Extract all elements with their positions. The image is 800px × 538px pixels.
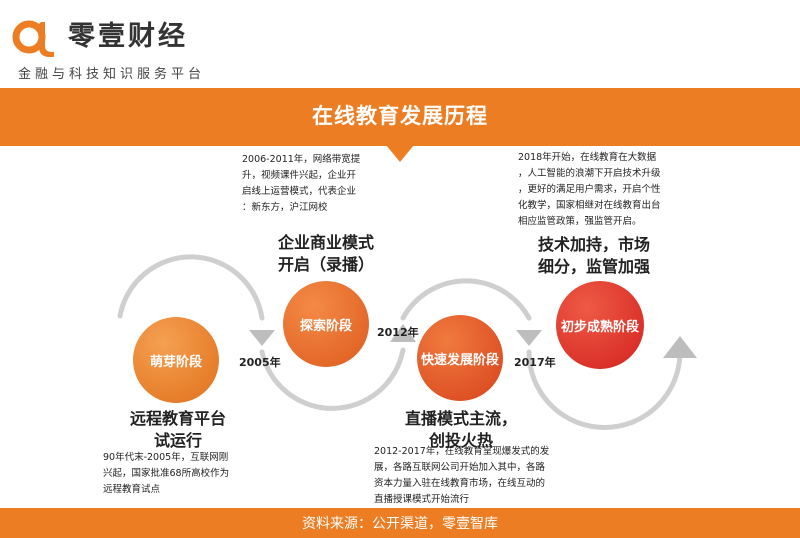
stage-title-3: 直播模式主流， 创投火热 — [395, 408, 527, 452]
stage-title-3-line2: 创投火热 — [428, 431, 493, 450]
alpha-logo-icon — [12, 20, 54, 57]
note-line: 资本力量入驻在线教育市场，在线互动的 — [374, 478, 546, 489]
arrow-head-2 — [390, 324, 416, 342]
note-line: 2006-2011年，网络带宽提 — [242, 154, 361, 165]
stage-title-2: 企业商业模式 开启（录播） — [260, 232, 392, 276]
stage-title-2-line2: 开启（录播） — [277, 255, 374, 274]
stage-title-3-line1: 直播模式主流， — [404, 409, 517, 428]
stage-note-2: 2006-2011年，网络带宽提 升，视频课件兴起，企业开 启线上运营模式，代表… — [242, 152, 388, 216]
stage-node-4: 初步成熟阶段 — [556, 281, 644, 369]
page-title: 在线教育发展历程 — [312, 104, 488, 128]
stage-title-4-line1: 技术加持，市场 — [538, 235, 651, 254]
stage-title-2-line1: 企业商业模式 — [277, 233, 374, 252]
note-line: 直播授课模式开始流行 — [374, 494, 470, 505]
stage-title-4-line2: 细分，监管加强 — [538, 257, 651, 276]
note-line: 2012-2017年，在线教育呈现爆发式的发 — [374, 446, 550, 457]
wave-arc-3 — [400, 278, 532, 321]
arrow-head-1 — [249, 330, 275, 346]
note-line: ，人工智能的浪潮下开启技术升级 — [518, 168, 661, 179]
stage-title-4: 技术加持，市场 细分，监管加强 — [538, 234, 651, 278]
stage-title-1-line2: 试运行 — [153, 431, 202, 450]
note-line: 展，各路互联网公司开始加入其中，各路 — [374, 462, 546, 473]
year-label-2005: 2005年 — [239, 356, 281, 369]
note-line: 升，视频课件兴起，企业开 — [242, 170, 357, 181]
brand-slogan: 金融与科技知识服务平台 — [18, 67, 206, 82]
footer-bar — [0, 508, 800, 538]
stage-note-4: 2018年开始，在线教育在大数据 ，人工智能的浪潮下开启技术升级 ，更好的满足用… — [518, 150, 698, 230]
note-line: ，更好的满足用户需求，开启个性 — [518, 184, 661, 195]
note-line: 90年代末-2005年，互联网刚 — [103, 452, 229, 463]
note-line: ：新东方，沪江网校 — [242, 202, 328, 213]
stage-note-3: 2012-2017年，在线教育呈现爆发式的发 展，各路互联网公司开始加入其中，各… — [374, 444, 596, 508]
stage-title-1: 远程教育平台 试运行 — [118, 408, 238, 452]
stage-node-1: 萌芽阶段 — [133, 317, 219, 403]
stage-note-1: 90年代末-2005年，互联网刚 兴起，国家批准68所高校作为 远程教育试点 — [103, 450, 289, 498]
source-note: 资料来源：公开渠道，零壹智库 — [302, 516, 498, 532]
note-line: 2018年开始，在线教育在大数据 — [518, 152, 657, 163]
wave-arc-4 — [526, 349, 683, 430]
stage-node-2: 探索阶段 — [283, 281, 369, 367]
stage-title-1-line1: 远程教育平台 — [129, 409, 226, 428]
arrow-head-4 — [663, 336, 697, 358]
wave-arc-1 — [117, 254, 265, 321]
note-line: 化教学，国家相继对在线教育出台 — [518, 200, 661, 211]
wave-arc-2 — [259, 347, 406, 411]
note-line: 远程教育试点 — [103, 484, 161, 495]
year-label-2012: 2012年 — [377, 326, 419, 339]
stage-node-3: 快速发展阶段 — [417, 315, 503, 401]
note-line: 启线上运营模式，代表企业 — [242, 186, 357, 197]
year-label-2017: 2017年 — [514, 356, 556, 369]
brand-name: 零壹财经 — [68, 21, 188, 52]
arrow-head-3 — [516, 330, 542, 346]
title-banner-pointer — [386, 145, 414, 162]
note-line: 相应监管政策，强监管开启。 — [518, 216, 642, 227]
title-banner — [0, 88, 800, 146]
note-line: 兴起，国家批准68所高校作为 — [103, 468, 230, 479]
